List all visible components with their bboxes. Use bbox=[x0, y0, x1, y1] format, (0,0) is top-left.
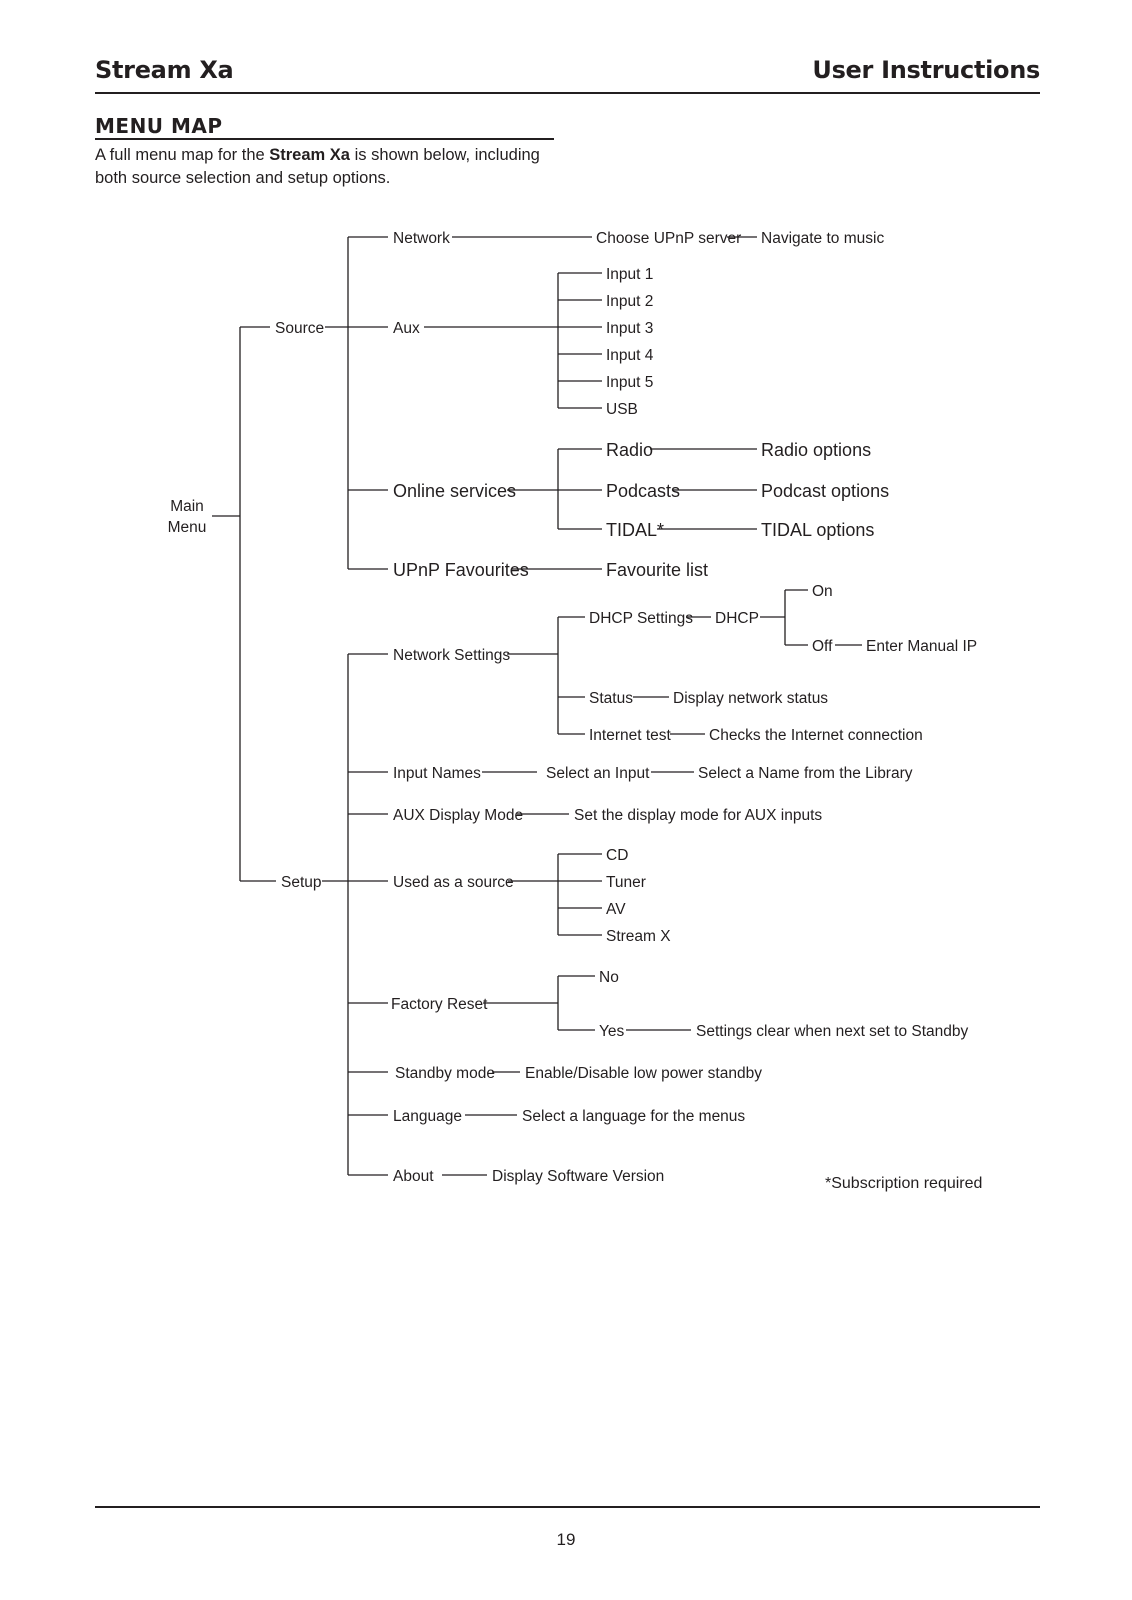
enable-disable-standby-label: Enable/Disable low power standby bbox=[525, 1065, 762, 1082]
section-title-underline bbox=[95, 138, 554, 140]
dhcp-on-label: On bbox=[812, 583, 833, 600]
favourite-list-label: Favourite list bbox=[606, 560, 708, 580]
subscription-footnote: *Subscription required bbox=[825, 1175, 983, 1192]
radio-label: Radio bbox=[606, 440, 653, 460]
aux-label: Aux bbox=[393, 320, 420, 337]
select-an-input-label: Select an Input bbox=[546, 765, 650, 782]
about-label: About bbox=[393, 1168, 434, 1185]
factory-reset-label: Factory Reset bbox=[391, 996, 488, 1013]
menu-map-labels: Main Menu Source Setup Network Choose UP… bbox=[168, 230, 978, 1185]
factory-reset-yes-label: Yes bbox=[599, 1023, 625, 1040]
used-as-source-label: Used as a source bbox=[393, 874, 514, 891]
aux-display-mode-label: AUX Display Mode bbox=[393, 807, 523, 824]
tidal-options-label: TIDAL options bbox=[761, 520, 874, 540]
checks-internet-label: Checks the Internet connection bbox=[709, 727, 923, 744]
upnp-favourites-label: UPnP Favourites bbox=[393, 560, 529, 580]
intro-text-start: A full menu map for the bbox=[95, 146, 270, 164]
section-title: MENU MAP bbox=[95, 114, 223, 138]
menu-map-connectors bbox=[212, 236, 862, 1176]
aux-input-2-label: Input 2 bbox=[606, 293, 653, 310]
tidal-label: TIDAL* bbox=[606, 520, 664, 540]
input-names-label: Input Names bbox=[393, 765, 481, 782]
main-menu-label-line1: Main bbox=[170, 498, 204, 515]
page-number: 19 bbox=[556, 1530, 576, 1549]
podcast-options-label: Podcast options bbox=[761, 481, 889, 501]
aux-input-3-label: Input 3 bbox=[606, 320, 653, 337]
network-label: Network bbox=[393, 230, 450, 247]
select-language-label: Select a language for the menus bbox=[522, 1108, 745, 1125]
dhcp-label: DHCP bbox=[715, 610, 759, 627]
aux-input-4-label: Input 4 bbox=[606, 347, 654, 364]
choose-upnp-server-label: Choose UPnP server bbox=[596, 230, 741, 247]
footer-rule bbox=[95, 1506, 1040, 1508]
aux-input-5-label: Input 5 bbox=[606, 374, 653, 391]
select-a-name-label: Select a Name from the Library bbox=[698, 765, 913, 782]
internet-test-label: Internet test bbox=[589, 727, 672, 744]
dhcp-off-label: Off bbox=[812, 638, 833, 655]
settings-clear-label: Settings clear when next set to Standby bbox=[696, 1023, 969, 1040]
intro-product-name: Stream Xa bbox=[269, 146, 350, 164]
intro-text-end: is shown below, including both source se… bbox=[95, 146, 540, 187]
radio-options-label: Radio options bbox=[761, 440, 871, 460]
source-tuner-label: Tuner bbox=[606, 874, 646, 891]
header-product-name: Stream Xa bbox=[95, 56, 234, 84]
header-rule bbox=[95, 92, 1040, 94]
dhcp-settings-label: DHCP Settings bbox=[589, 610, 693, 627]
navigate-to-music-label: Navigate to music bbox=[761, 230, 884, 247]
status-label: Status bbox=[589, 690, 633, 707]
factory-reset-no-label: No bbox=[599, 969, 619, 986]
setup-label: Setup bbox=[281, 874, 322, 891]
enter-manual-ip-label: Enter Manual IP bbox=[866, 638, 977, 655]
main-menu-label-line2: Menu bbox=[168, 519, 207, 536]
display-network-status-label: Display network status bbox=[673, 690, 828, 707]
language-label: Language bbox=[393, 1108, 462, 1125]
network-settings-label: Network Settings bbox=[393, 647, 510, 664]
standby-mode-label: Standby mode bbox=[395, 1065, 495, 1082]
set-display-mode-label: Set the display mode for AUX inputs bbox=[574, 807, 822, 824]
aux-input-1-label: Input 1 bbox=[606, 266, 653, 283]
intro-paragraph: A full menu map for the Stream Xa is sho… bbox=[95, 144, 565, 190]
source-stream-x-label: Stream X bbox=[606, 928, 671, 945]
source-av-label: AV bbox=[606, 901, 626, 918]
source-label: Source bbox=[275, 320, 324, 337]
header-document-type: User Instructions bbox=[812, 56, 1040, 84]
online-services-label: Online services bbox=[393, 481, 516, 501]
aux-usb-label: USB bbox=[606, 401, 638, 418]
podcasts-label: Podcasts bbox=[606, 481, 680, 501]
display-software-version-label: Display Software Version bbox=[492, 1168, 664, 1185]
source-cd-label: CD bbox=[606, 847, 628, 864]
